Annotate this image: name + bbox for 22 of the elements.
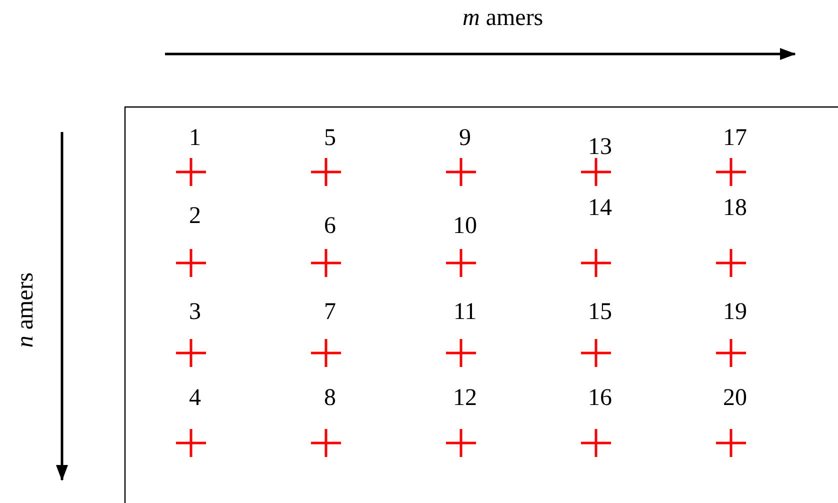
callout-number: 14 <box>588 195 612 221</box>
callout-number: 12 <box>453 385 477 411</box>
callout-number: 19 <box>723 299 747 325</box>
callout-number: 1 <box>189 125 201 151</box>
callout-number: 13 <box>588 134 612 160</box>
callout-number: 2 <box>189 203 201 229</box>
axis-label: n amers <box>12 272 38 348</box>
callout-number: 6 <box>324 213 336 239</box>
axis-label: m amers <box>462 5 544 31</box>
callout-number: 16 <box>588 385 612 411</box>
callout-number: 20 <box>723 385 747 411</box>
callout-number: 5 <box>324 125 336 151</box>
callout-number: 3 <box>189 299 201 325</box>
callout-number: 15 <box>588 299 612 325</box>
callout-number: 17 <box>723 125 747 151</box>
callout-number: 9 <box>459 125 471 151</box>
callout-number: 7 <box>324 299 336 325</box>
callout-number: 10 <box>453 213 477 239</box>
callout-number: 11 <box>454 299 477 325</box>
callout-number: 18 <box>723 195 747 221</box>
callout-number: 4 <box>189 385 201 411</box>
callout-number: 8 <box>324 385 336 411</box>
